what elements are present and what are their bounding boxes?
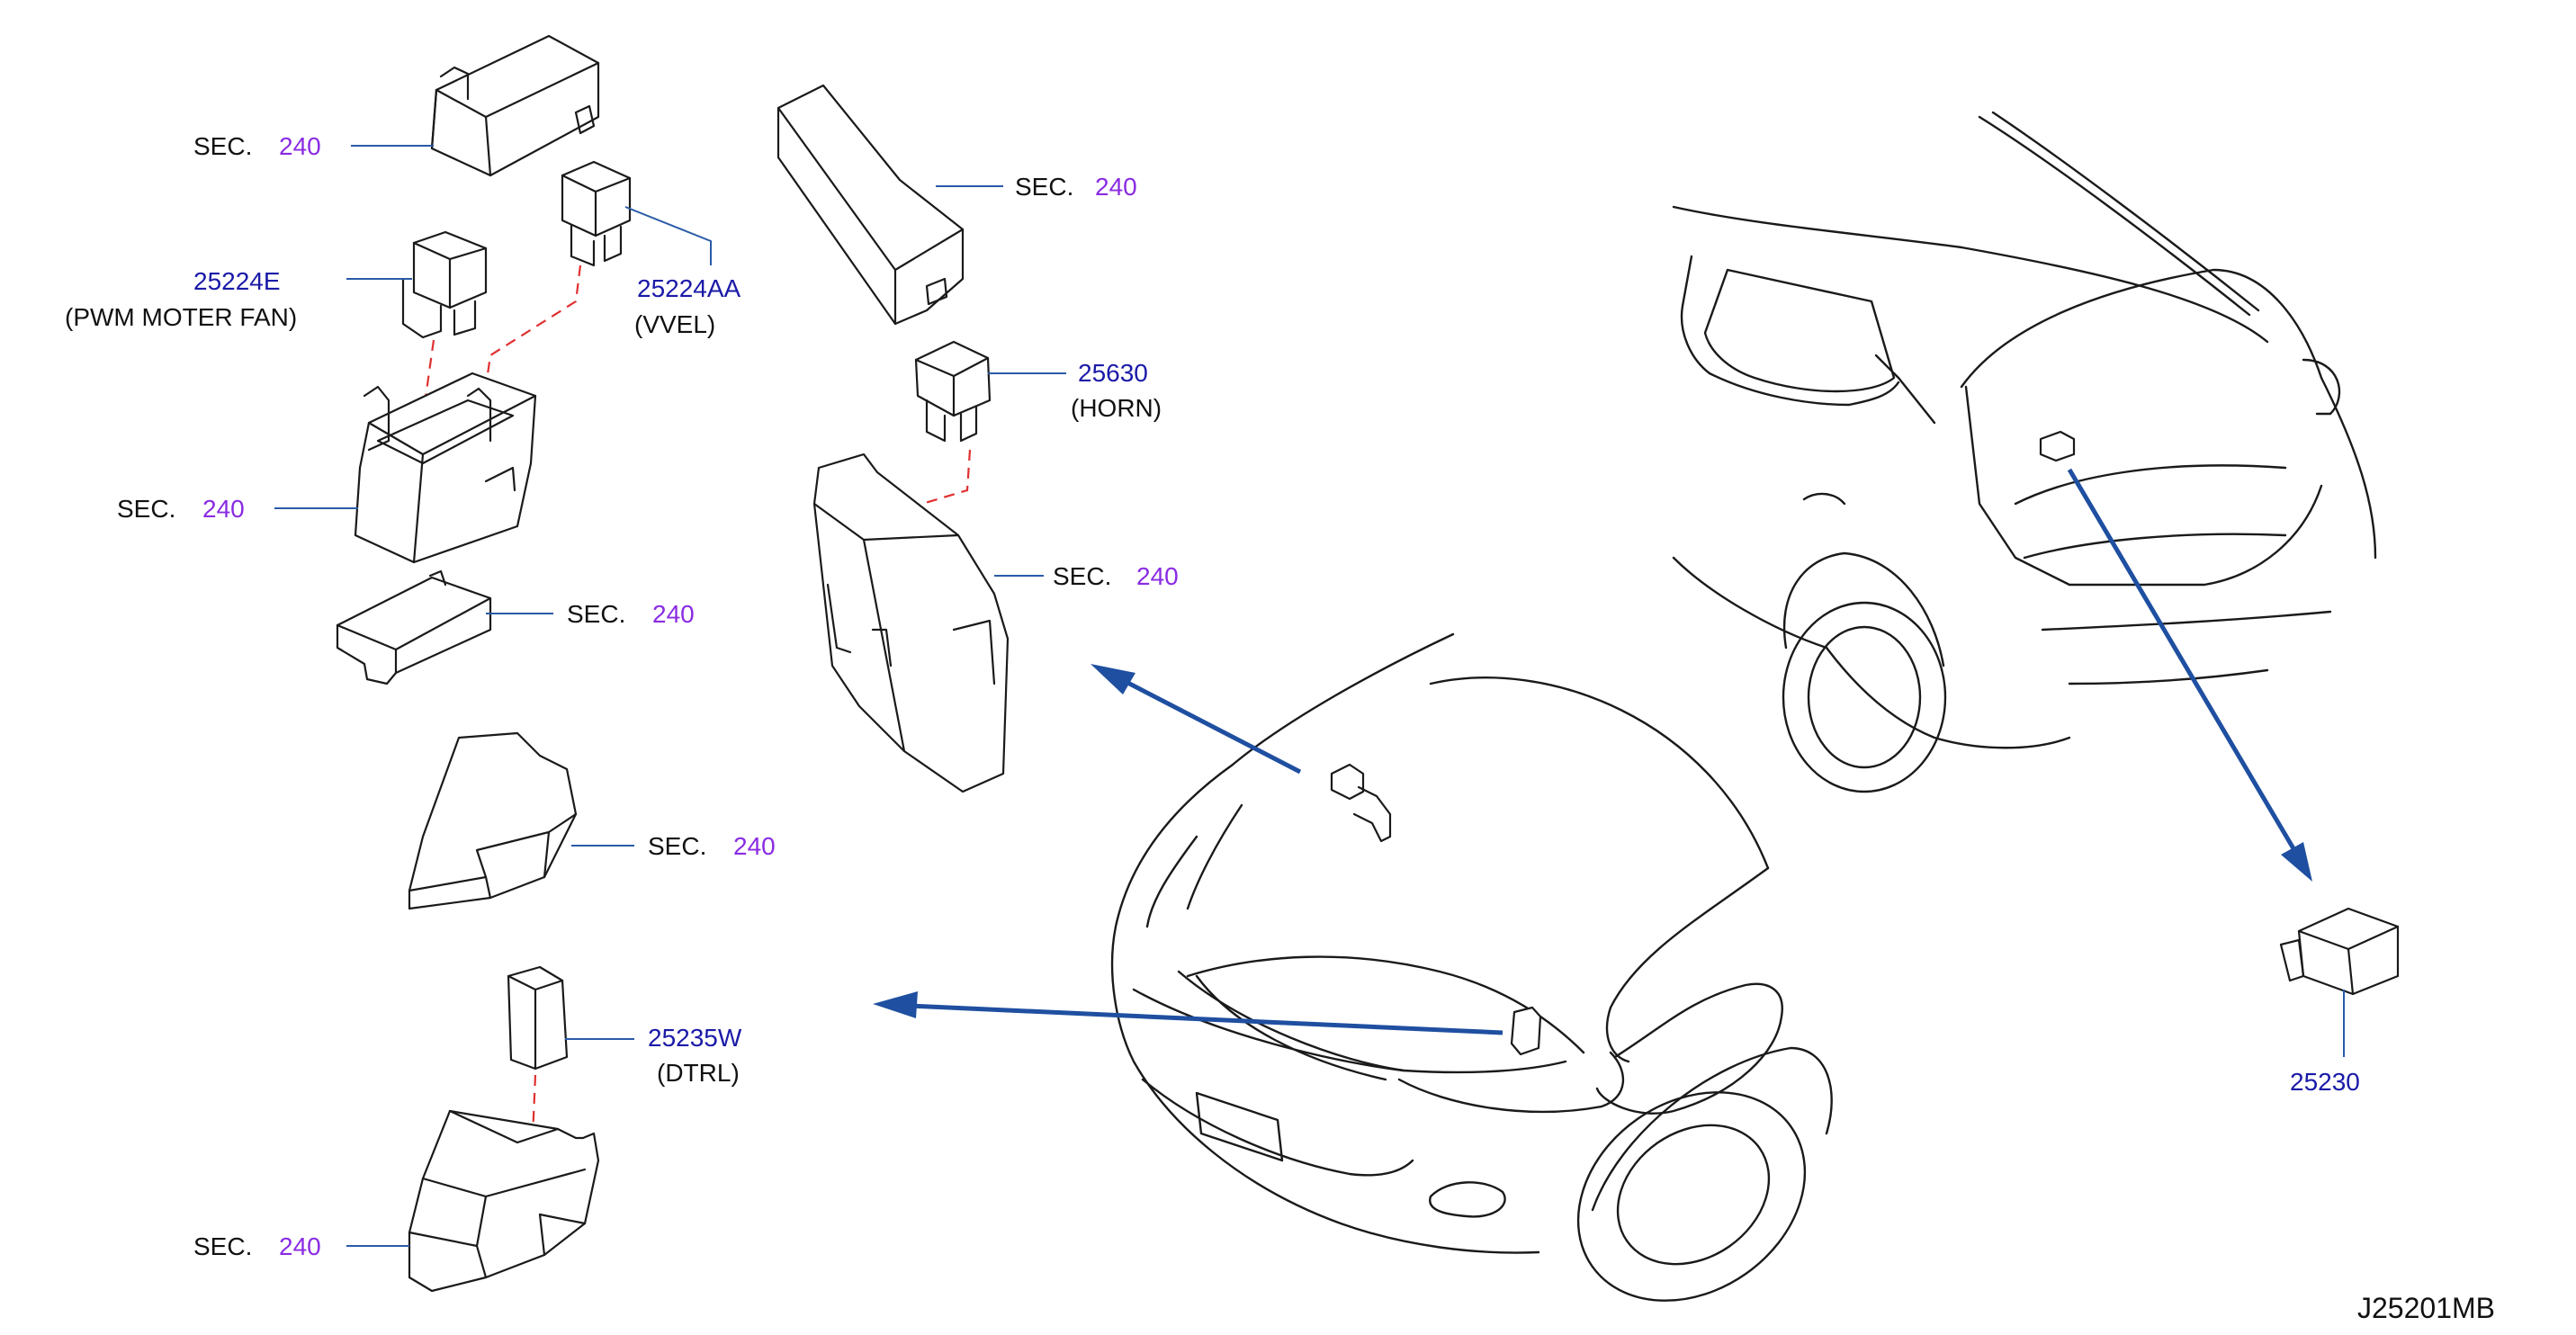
sec-label-3: SEC. (567, 600, 625, 628)
part-desc-25224E: (PWM MOTER FAN) (65, 303, 297, 331)
sec-label-5: SEC. (193, 1232, 252, 1260)
arrow-to-bottom-block (873, 991, 1503, 1035)
part-number-25235W: 25235W (648, 1024, 742, 1052)
sec-label-6: SEC. (1015, 173, 1073, 201)
relay-25224AA (561, 160, 632, 267)
relay-cover-top (430, 34, 600, 177)
arrow-to-fuse-block (1091, 664, 1302, 775)
arrow-to-relay-25230 (2067, 468, 2312, 882)
sec-label-2: SEC. (117, 495, 175, 523)
bottom-block (408, 1109, 600, 1293)
sec-number-5: 240 (279, 1232, 321, 1260)
diagram-code: J25201MB (2357, 1292, 2495, 1324)
relay-25630 (914, 340, 992, 443)
relay-25235W (507, 965, 569, 1071)
sec-number-1: 240 (279, 132, 321, 160)
relay-25230 (2279, 907, 2400, 996)
bracket (336, 569, 492, 685)
sec-number-7: 240 (1136, 562, 1179, 590)
car-front-view (1110, 632, 1833, 1302)
leader-25224AA (624, 206, 712, 265)
relay-25224E (401, 230, 488, 339)
sec-number-4: 240 (733, 832, 776, 860)
sec-number-2: 240 (202, 495, 245, 523)
part-desc-25224AA: (VVEL) (634, 310, 715, 338)
part-desc-25235W: (DTRL) (657, 1059, 740, 1087)
part-number-25230: 25230 (2290, 1068, 2360, 1096)
sec-label-7: SEC. (1053, 562, 1111, 590)
long-box-cover (776, 84, 965, 326)
relay-box (354, 372, 537, 564)
sec-label-1: SEC. (193, 132, 252, 160)
fuse-relay-block (812, 452, 1010, 793)
part-number-25224E: 25224E (193, 267, 281, 295)
part-number-25630: 25630 (1078, 359, 1148, 387)
car-rear-view (1672, 111, 2377, 793)
part-desc-25630: (HORN) (1071, 394, 1162, 422)
block-cover (408, 731, 578, 910)
part-number-25224AA: 25224AA (637, 274, 741, 302)
sec-number-6: 240 (1095, 173, 1137, 201)
sec-label-4: SEC. (648, 832, 706, 860)
sec-number-3: 240 (652, 600, 695, 628)
